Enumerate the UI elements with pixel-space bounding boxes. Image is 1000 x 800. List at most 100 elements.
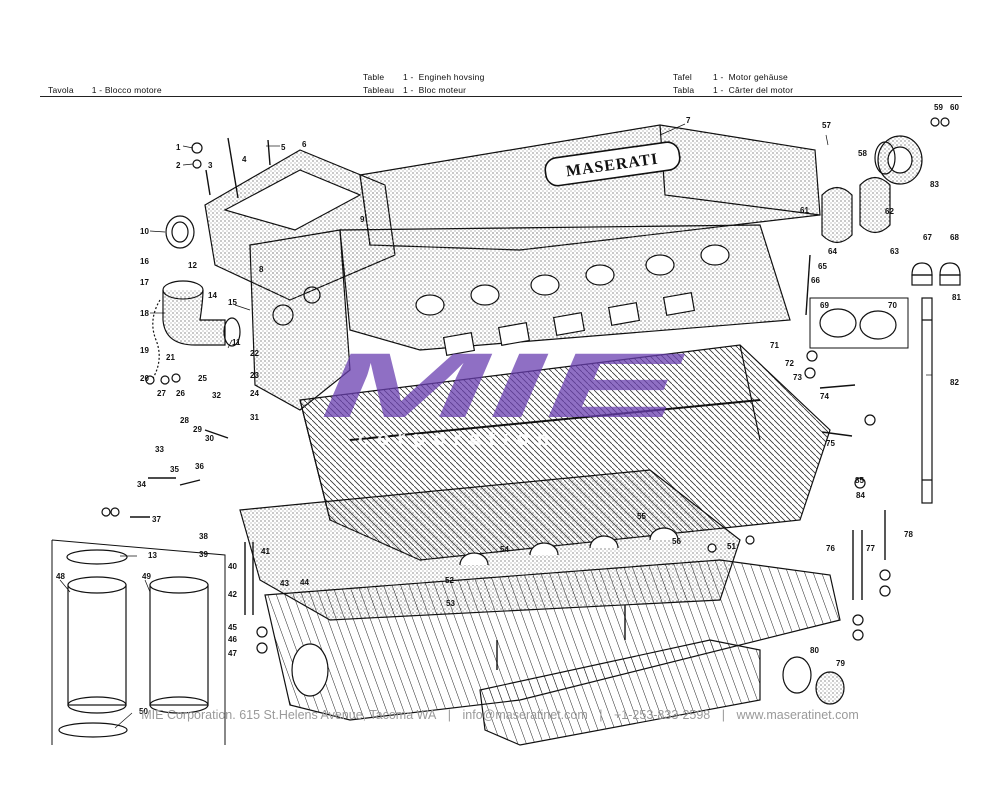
oil-sump — [264, 559, 841, 746]
callout-27: 27 — [157, 389, 166, 398]
callout-51: 51 — [727, 542, 736, 551]
callout-42: 42 — [228, 590, 237, 599]
callout-82: 82 — [950, 378, 959, 387]
liner-frame — [51, 539, 226, 745]
callout-1: 1 — [176, 143, 181, 152]
callout-53: 53 — [446, 599, 455, 608]
callout-22: 22 — [250, 349, 259, 358]
callout-19: 19 — [140, 346, 149, 355]
callout-6: 6 — [302, 140, 307, 149]
callout-73: 73 — [793, 373, 802, 382]
callout-74: 74 — [820, 392, 829, 401]
callout-45: 45 — [228, 623, 237, 632]
footer-sep-2: | — [599, 708, 603, 722]
callout-56: 56 — [672, 537, 681, 546]
watermark-text: corporation — [358, 428, 557, 450]
callout-69: 69 — [820, 301, 829, 310]
callout-84: 84 — [856, 491, 865, 500]
cylinder-head — [339, 224, 791, 356]
callout-39: 39 — [199, 550, 208, 559]
footer-email[interactable]: info@maseratinet.com — [462, 708, 588, 722]
footer-company: MIE Corporation. 615 St.Helens Avenue, T… — [141, 708, 437, 722]
callout-58: 58 — [858, 149, 867, 158]
footer-contact: MIE Corporation. 615 St.Helens Avenue, T… — [0, 708, 1000, 722]
oil-filler — [151, 280, 241, 381]
callout-5: 5 — [281, 143, 286, 152]
cam-cover — [359, 124, 821, 251]
callout-15: 15 — [228, 298, 237, 307]
callout-16: 16 — [140, 257, 149, 266]
timing-cover — [249, 229, 351, 411]
callout-7: 7 — [686, 116, 691, 125]
callout-31: 31 — [250, 413, 259, 422]
rear-seal-housing — [874, 135, 923, 185]
drain-plug-79-80 — [782, 656, 845, 705]
callout-60: 60 — [950, 103, 959, 112]
callout-30: 30 — [205, 434, 214, 443]
acorn-nuts-67-68 — [911, 262, 961, 286]
studs — [130, 137, 886, 670]
callout-61: 61 — [800, 206, 809, 215]
callout-83: 83 — [930, 180, 939, 189]
callout-26: 26 — [176, 389, 185, 398]
callout-28: 28 — [180, 416, 189, 425]
callout-38: 38 — [199, 532, 208, 541]
callout-21: 21 — [166, 353, 175, 362]
callout-10: 10 — [140, 227, 149, 236]
footer-phone: +1-253-833-2598 — [614, 708, 711, 722]
callout-80: 80 — [810, 646, 819, 655]
callout-85: 85 — [855, 476, 864, 485]
callout-44: 44 — [300, 578, 309, 587]
callout-65: 65 — [818, 262, 827, 271]
callout-48: 48 — [56, 572, 65, 581]
callout-70: 70 — [888, 301, 897, 310]
callout-13: 13 — [148, 551, 157, 560]
callout-41: 41 — [261, 547, 270, 556]
callout-79: 79 — [836, 659, 845, 668]
callout-20: 20 — [140, 374, 149, 383]
callout-24: 24 — [250, 389, 259, 398]
callout-35: 35 — [170, 465, 179, 474]
callout-81: 81 — [952, 293, 961, 302]
nuts-washers — [101, 117, 950, 654]
callout-34: 34 — [137, 480, 146, 489]
watermark-logo: MIE — [320, 345, 686, 437]
callout-32: 32 — [212, 391, 221, 400]
callout-2: 2 — [176, 161, 181, 170]
cylinder-liners — [58, 549, 209, 738]
callout-11: 11 — [232, 338, 241, 347]
bearing-caps-61-62 — [821, 176, 891, 244]
cap-10 — [165, 215, 195, 249]
callout-71: 71 — [770, 341, 779, 350]
rings-69-70 — [809, 297, 909, 349]
callout-3: 3 — [208, 161, 213, 170]
callout-18: 18 — [140, 309, 149, 318]
callout-37: 37 — [152, 515, 161, 524]
callout-29: 29 — [193, 425, 202, 434]
callout-40: 40 — [228, 562, 237, 571]
callout-43: 43 — [280, 579, 289, 588]
callout-62: 62 — [885, 207, 894, 216]
callout-52: 52 — [445, 576, 454, 585]
callout-33: 33 — [155, 445, 164, 454]
callout-75: 75 — [826, 439, 835, 448]
callout-49: 49 — [142, 572, 151, 581]
callout-55: 55 — [637, 512, 646, 521]
callout-78: 78 — [904, 530, 913, 539]
callout-66: 66 — [811, 276, 820, 285]
callout-76: 76 — [826, 544, 835, 553]
footer-site[interactable]: www.maseratinet.com — [736, 708, 859, 722]
callout-17: 17 — [140, 278, 149, 287]
callout-9: 9 — [360, 215, 365, 224]
callout-72: 72 — [785, 359, 794, 368]
callout-77: 77 — [866, 544, 875, 553]
callout-67: 67 — [923, 233, 932, 242]
callout-64: 64 — [828, 247, 837, 256]
callout-8: 8 — [259, 265, 264, 274]
callout-54: 54 — [500, 545, 509, 554]
